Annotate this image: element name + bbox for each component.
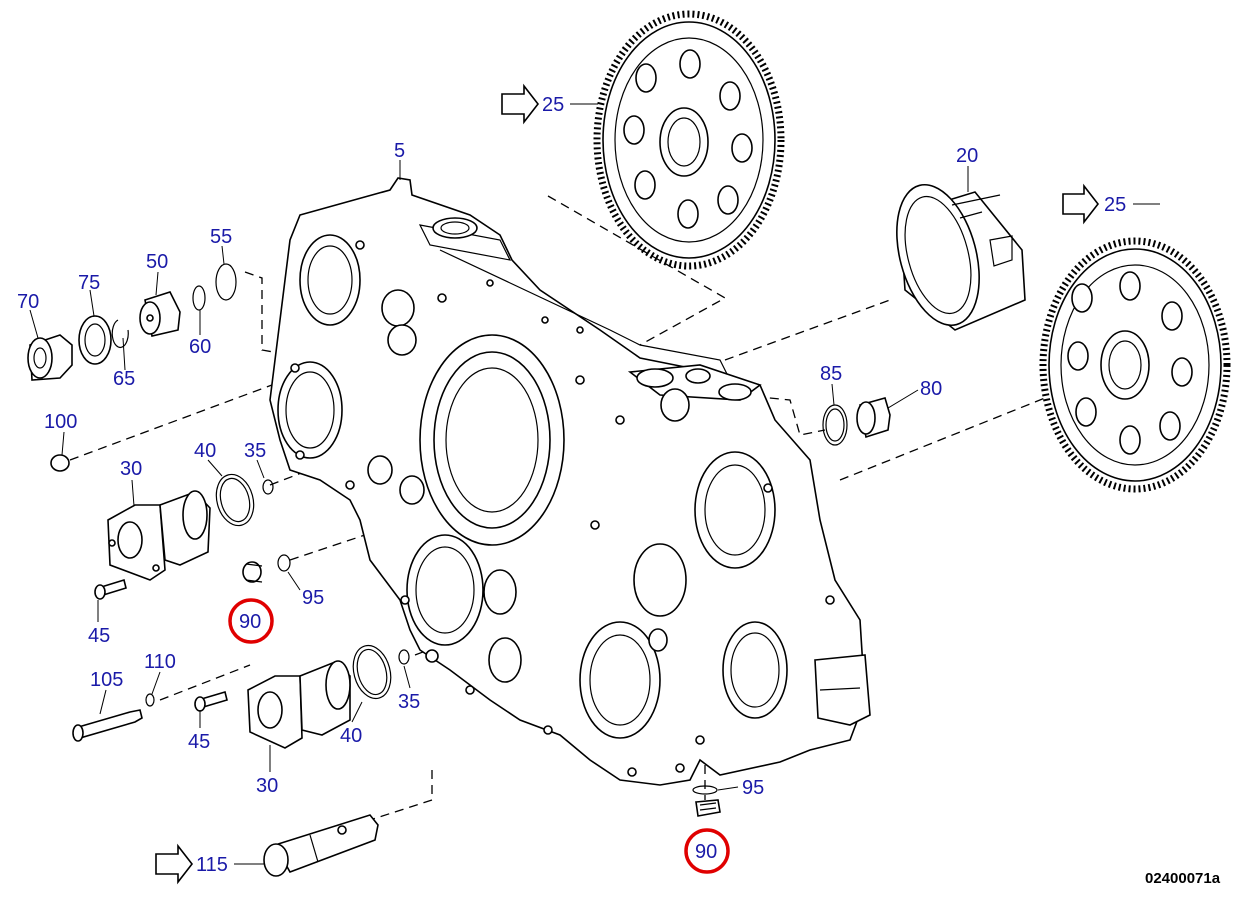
- callout-55: 55: [210, 226, 232, 248]
- cover-part-30-upper: [107, 490, 211, 581]
- callout-85: 85: [820, 363, 842, 385]
- callout-105: 105: [90, 669, 123, 691]
- o-ring-part-95-upper: [277, 554, 291, 572]
- callout-5: 5: [394, 140, 405, 162]
- o-ring-part-55: [215, 263, 237, 301]
- leader-lines: [29, 103, 1160, 865]
- o-ring-part-40-upper: [215, 473, 255, 527]
- washer-part-75: [78, 315, 112, 365]
- callout-100: 100: [44, 411, 77, 433]
- plug-part-100: [50, 454, 70, 472]
- valve-part-115: [263, 814, 379, 877]
- o-ring-part-60: [192, 285, 206, 311]
- callout-40-upper: 40: [194, 440, 216, 462]
- direction-arrow-icon-25-top: [501, 83, 540, 125]
- callout-65: 65: [113, 368, 135, 390]
- plug-part-90-lower: [695, 799, 721, 817]
- callout-40-lower: 40: [340, 725, 362, 747]
- highlight-circles: [228, 598, 730, 874]
- callout-30-lower: 30: [256, 775, 278, 797]
- o-ring-part-40-lower: [352, 644, 392, 700]
- callout-25-top: 25: [542, 94, 564, 116]
- o-ring-part-110: [145, 693, 155, 707]
- drawing-code: 02400071a: [1145, 870, 1221, 887]
- callout-60: 60: [189, 336, 211, 358]
- callout-35-lower: 35: [398, 691, 420, 713]
- callout-45-lower: 45: [188, 731, 210, 753]
- callout-90-lower: 90: [695, 841, 717, 863]
- callout-80: 80: [920, 378, 942, 400]
- screw-part-45-lower: [194, 690, 228, 712]
- piston-part-50: [139, 291, 181, 337]
- callout-50: 50: [146, 251, 168, 273]
- direction-arrow-icon-25-right: [1062, 183, 1100, 225]
- highlight-circle-90-upper[interactable]: [228, 598, 274, 644]
- callout-35-upper: 35: [244, 440, 266, 462]
- sleeve-part-20: [896, 183, 1026, 331]
- plug-part-70: [27, 334, 73, 381]
- plug-part-80: [856, 397, 891, 439]
- screw-part-45-upper: [94, 578, 127, 600]
- callout-110: 110: [144, 651, 176, 673]
- gear-part-25-right: [1039, 237, 1231, 493]
- callout-20: 20: [956, 145, 978, 167]
- highlight-circle-90-lower[interactable]: [684, 828, 730, 874]
- callout-30-upper: 30: [120, 458, 142, 480]
- cover-part-30-lower: [247, 660, 351, 749]
- circlip-part-65: [111, 319, 129, 349]
- o-ring-part-35-upper: [262, 479, 274, 495]
- callout-70: 70: [17, 291, 39, 313]
- gear-part-25-top: [593, 10, 785, 270]
- callout-95-lower: 95: [742, 777, 764, 799]
- o-ring-part-95-lower: [692, 785, 718, 795]
- shaft-part-105: [72, 709, 143, 742]
- callout-95-upper: 95: [302, 587, 324, 609]
- housing-bolt-holes: [290, 240, 835, 777]
- callout-90-upper: 90: [239, 611, 261, 633]
- o-ring-part-85: [822, 404, 848, 446]
- plug-part-90-upper: [242, 561, 263, 583]
- gear-housing-part-5: [269, 177, 871, 786]
- direction-arrow-icon-115: [155, 843, 194, 885]
- callout-labels: 5 20 25 25 70 75 50 55 60 65 100 30 40 3…: [17, 94, 1126, 876]
- o-ring-part-35-lower: [398, 649, 410, 665]
- callout-75: 75: [78, 272, 100, 294]
- callout-25-right: 25: [1104, 194, 1126, 216]
- callout-45-upper: 45: [88, 625, 110, 647]
- callout-115: 115: [196, 854, 228, 876]
